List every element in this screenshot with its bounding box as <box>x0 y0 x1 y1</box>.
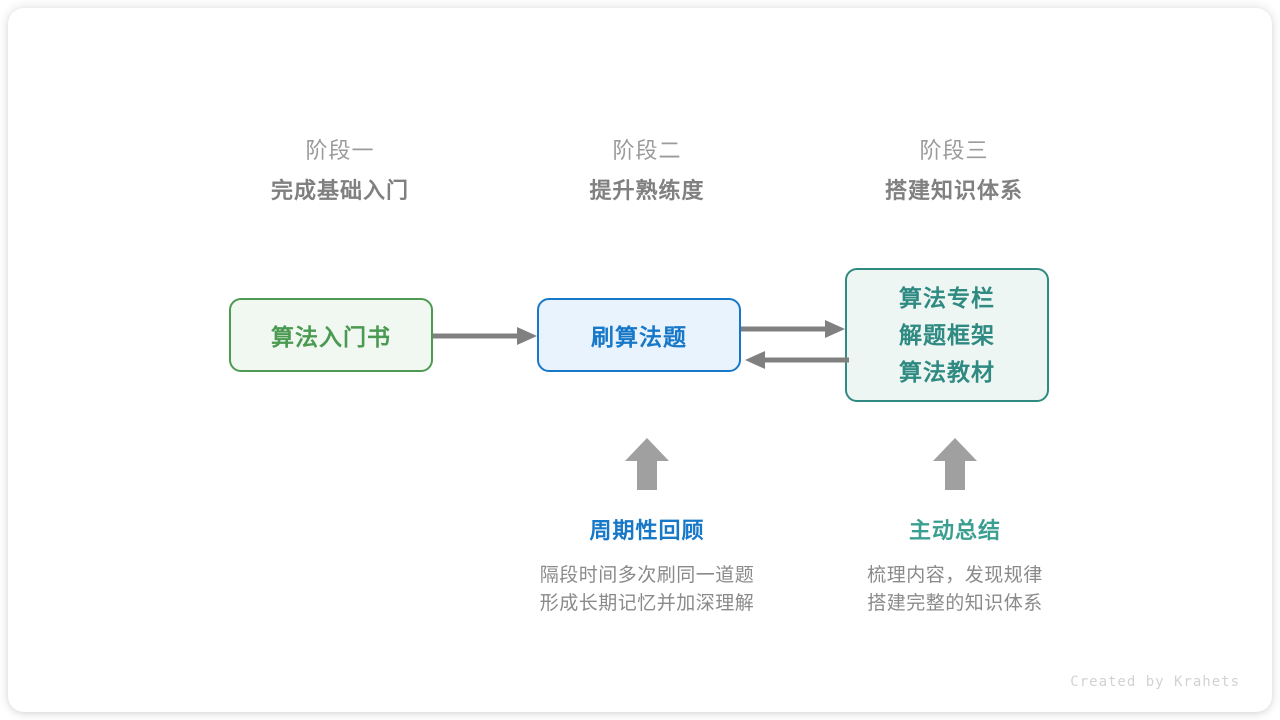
note-active-summary-body-line-1: 梳理内容，发现规律 <box>867 565 1043 586</box>
note-periodic-review-body-line-2: 形成长期记忆并加深理解 <box>539 593 755 614</box>
arrow-book-to-practice <box>433 327 537 345</box>
note-active-summary-body-line-2: 搭建完整的知识体系 <box>867 593 1043 614</box>
credit-text: Created by Krahets <box>1070 674 1240 690</box>
node-practice-problems-label: 刷算法题 <box>591 324 687 350</box>
note-periodic-review-body: 隔段时间多次刷同一道题 形成长期记忆并加深理解 <box>497 562 797 618</box>
node-practice-problems[interactable]: 刷算法题 <box>537 298 741 372</box>
stage-header-1: 阶段一 完成基础入门 <box>210 136 470 208</box>
arrow-review-up <box>625 438 669 490</box>
stage-label-3: 阶段三 <box>919 138 989 163</box>
note-periodic-review-body-line-1: 隔段时间多次刷同一道题 <box>539 565 755 586</box>
node-knowledge-sources[interactable]: 算法专栏 解题框架 算法教材 <box>845 268 1049 402</box>
node-knowledge-sources-line-2: 解题框架 <box>899 321 995 348</box>
stage-title-2: 提升熟练度 <box>589 178 705 203</box>
note-periodic-review-title: 周期性回顾 <box>589 518 705 543</box>
note-active-summary-body: 梳理内容，发现规律 搭建完整的知识体系 <box>805 562 1105 618</box>
stage-title-3: 搭建知识体系 <box>884 178 1023 203</box>
node-knowledge-sources-line-1: 算法专栏 <box>899 284 995 311</box>
node-intro-book-label: 算法入门书 <box>271 324 391 350</box>
note-periodic-review: 周期性回顾 隔段时间多次刷同一道题 形成长期记忆并加深理解 <box>497 516 797 618</box>
arrow-summary-up <box>933 438 977 490</box>
node-intro-book[interactable]: 算法入门书 <box>229 298 433 372</box>
note-active-summary: 主动总结 梳理内容，发现规律 搭建完整的知识体系 <box>805 516 1105 618</box>
node-knowledge-sources-line-3: 算法教材 <box>899 358 995 385</box>
stage-header-3: 阶段三 搭建知识体系 <box>824 136 1084 208</box>
stage-header-2: 阶段二 提升熟练度 <box>517 136 777 208</box>
stage-title-1: 完成基础入门 <box>270 178 409 203</box>
arrow-practice-to-sources <box>741 320 845 338</box>
stage-label-2: 阶段二 <box>612 138 682 163</box>
note-active-summary-title: 主动总结 <box>908 518 1001 543</box>
stage-label-1: 阶段一 <box>305 138 375 163</box>
diagram-canvas: 阶段一 完成基础入门 阶段二 提升熟练度 阶段三 搭建知识体系 算法入门书 刷算… <box>8 8 1272 712</box>
arrow-sources-to-practice <box>745 351 849 369</box>
